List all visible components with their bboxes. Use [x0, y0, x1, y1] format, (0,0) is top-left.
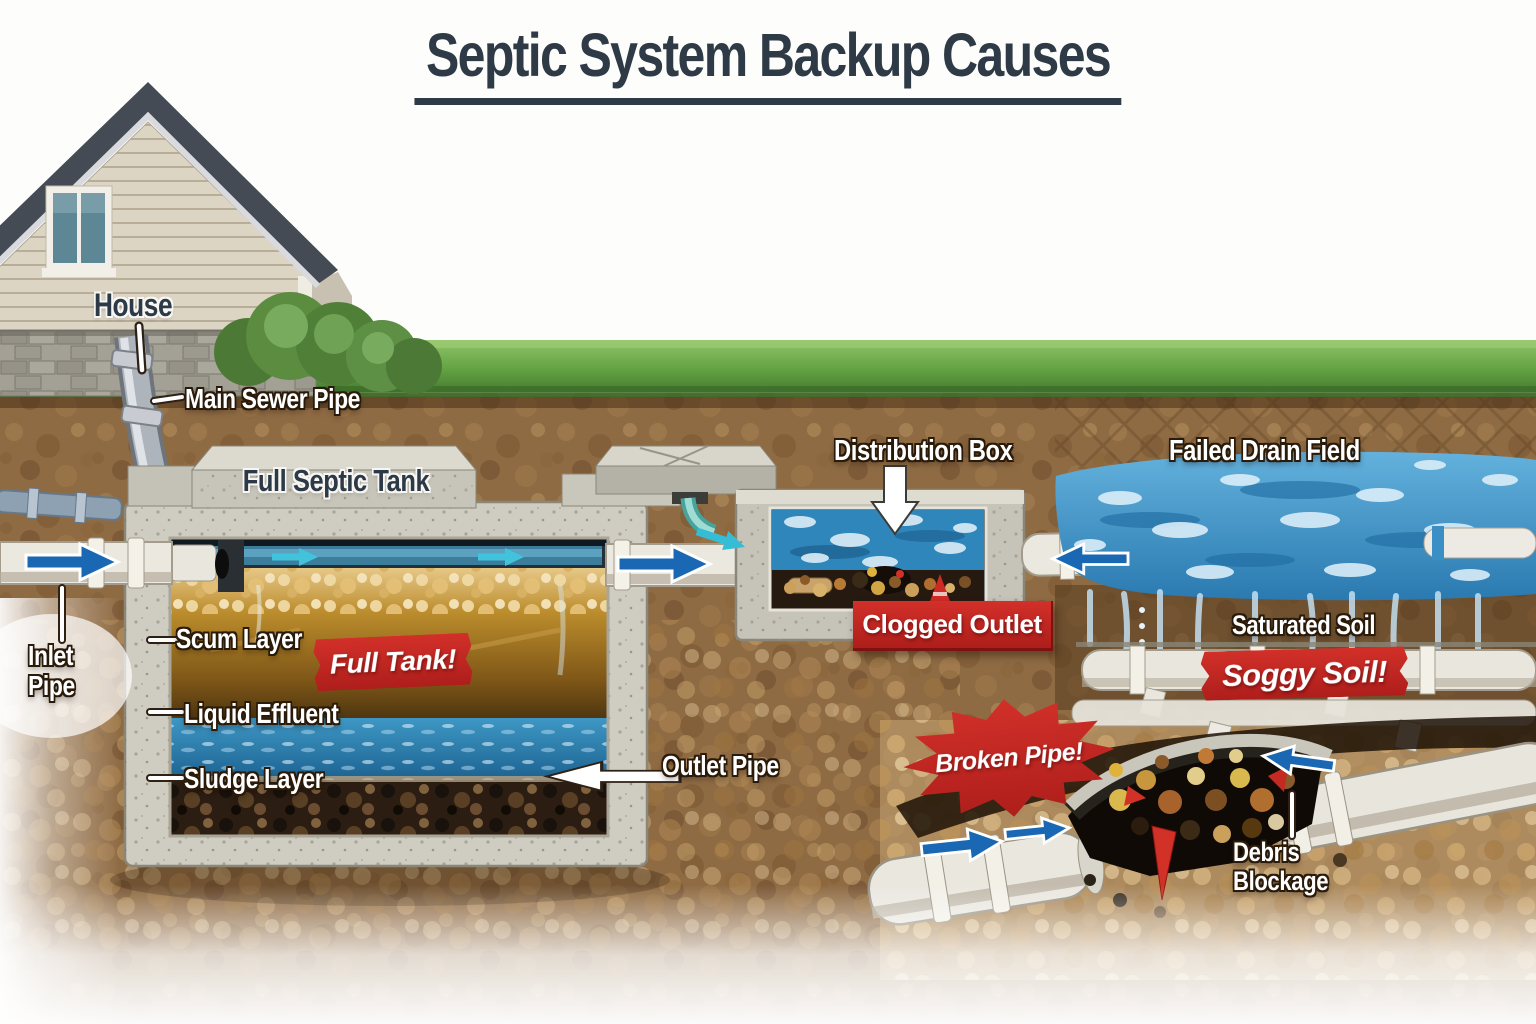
label-leader-lines — [58, 321, 1296, 840]
label-outlet-pipe: Outlet Pipe — [662, 750, 779, 781]
label-full-septic-tank: Full Septic Tank — [242, 463, 430, 498]
page-title: Septic System Backup Causes — [414, 20, 1122, 105]
warning-clogged-outlet-banner: Clogged Outlet — [853, 601, 1053, 651]
label-debris-blockage: Debris Blockage — [1233, 837, 1329, 897]
label-house: House — [94, 287, 173, 323]
label-liquid-effluent: Liquid Effluent — [184, 698, 339, 729]
warning-full-tank-banner: Full Tank! — [313, 633, 473, 692]
broken-pipe-graphic — [867, 716, 1536, 926]
label-inlet-pipe: Inlet Pipe — [28, 640, 75, 702]
septic-tank-graphic — [0, 445, 765, 906]
warning-soggy-soil-banner: Soggy Soil! — [1200, 646, 1408, 700]
label-failed-drain-field: Failed Drain Field — [1169, 435, 1360, 467]
edge-fades — [0, 598, 1536, 1024]
distribution-box-pointer-arrow-icon — [870, 465, 920, 536]
access-lid-graphic — [594, 445, 778, 540]
label-main-sewer-pipe: Main Sewer Pipe — [185, 383, 361, 414]
label-scum-layer: Scum Layer — [176, 623, 303, 654]
bushes-graphic — [214, 292, 442, 394]
label-saturated-soil: Saturated Soil — [1232, 610, 1376, 640]
label-distribution-box: Distribution Box — [834, 435, 1013, 467]
label-sludge-layer: Sludge Layer — [184, 763, 324, 794]
